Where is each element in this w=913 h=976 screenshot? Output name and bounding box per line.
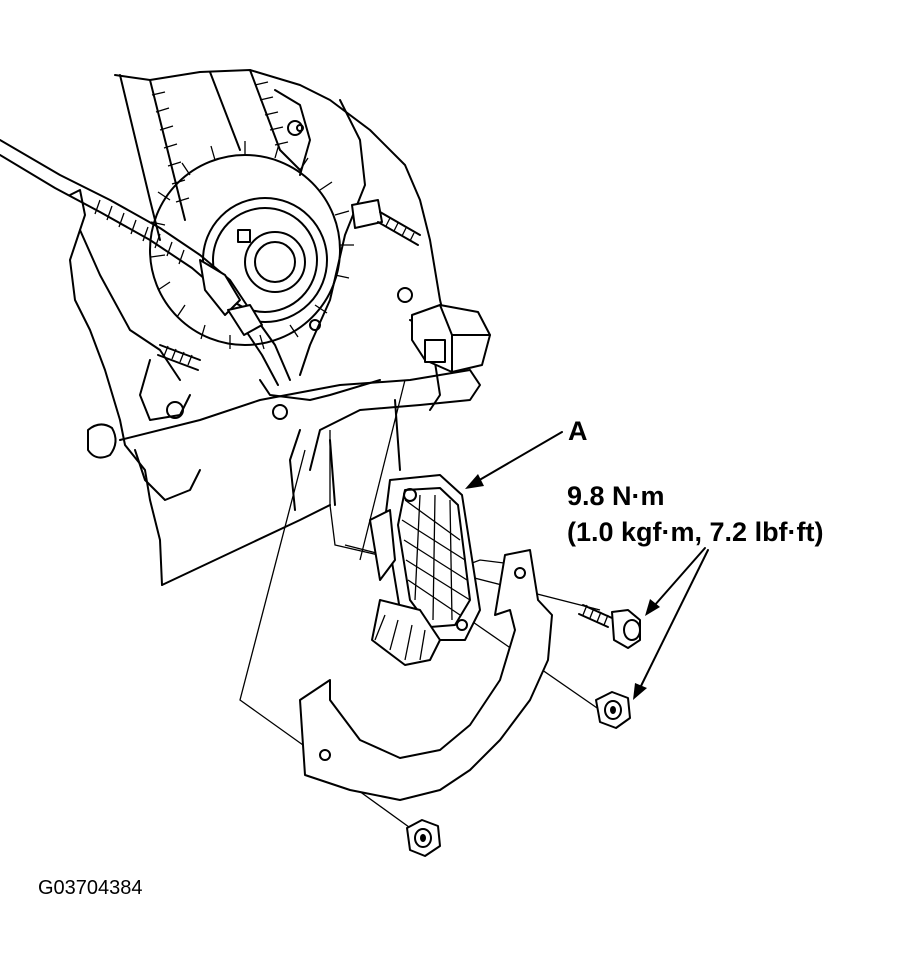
flange-nut-lower [406,819,441,857]
engine-block [69,69,481,586]
sensor-harness [0,139,291,386]
timing-belt [119,69,301,241]
figure-id: G03704384 [38,877,143,899]
engine-studs [157,199,421,371]
torque-spec-metric: 9.8 N·m [567,481,665,511]
crankshaft-sprocket [149,141,354,350]
torque-spec-conversions: (1.0 kgf·m, 7.2 lbf·ft) [567,517,824,547]
part-a-label: A [568,416,588,446]
harness-connector [411,304,491,373]
flange-bolt [578,604,641,649]
callout-arrows [465,431,709,700]
crankshaft-position-sensor [369,474,481,666]
sensor-cover [299,549,553,801]
flange-nut-upper [595,691,631,729]
